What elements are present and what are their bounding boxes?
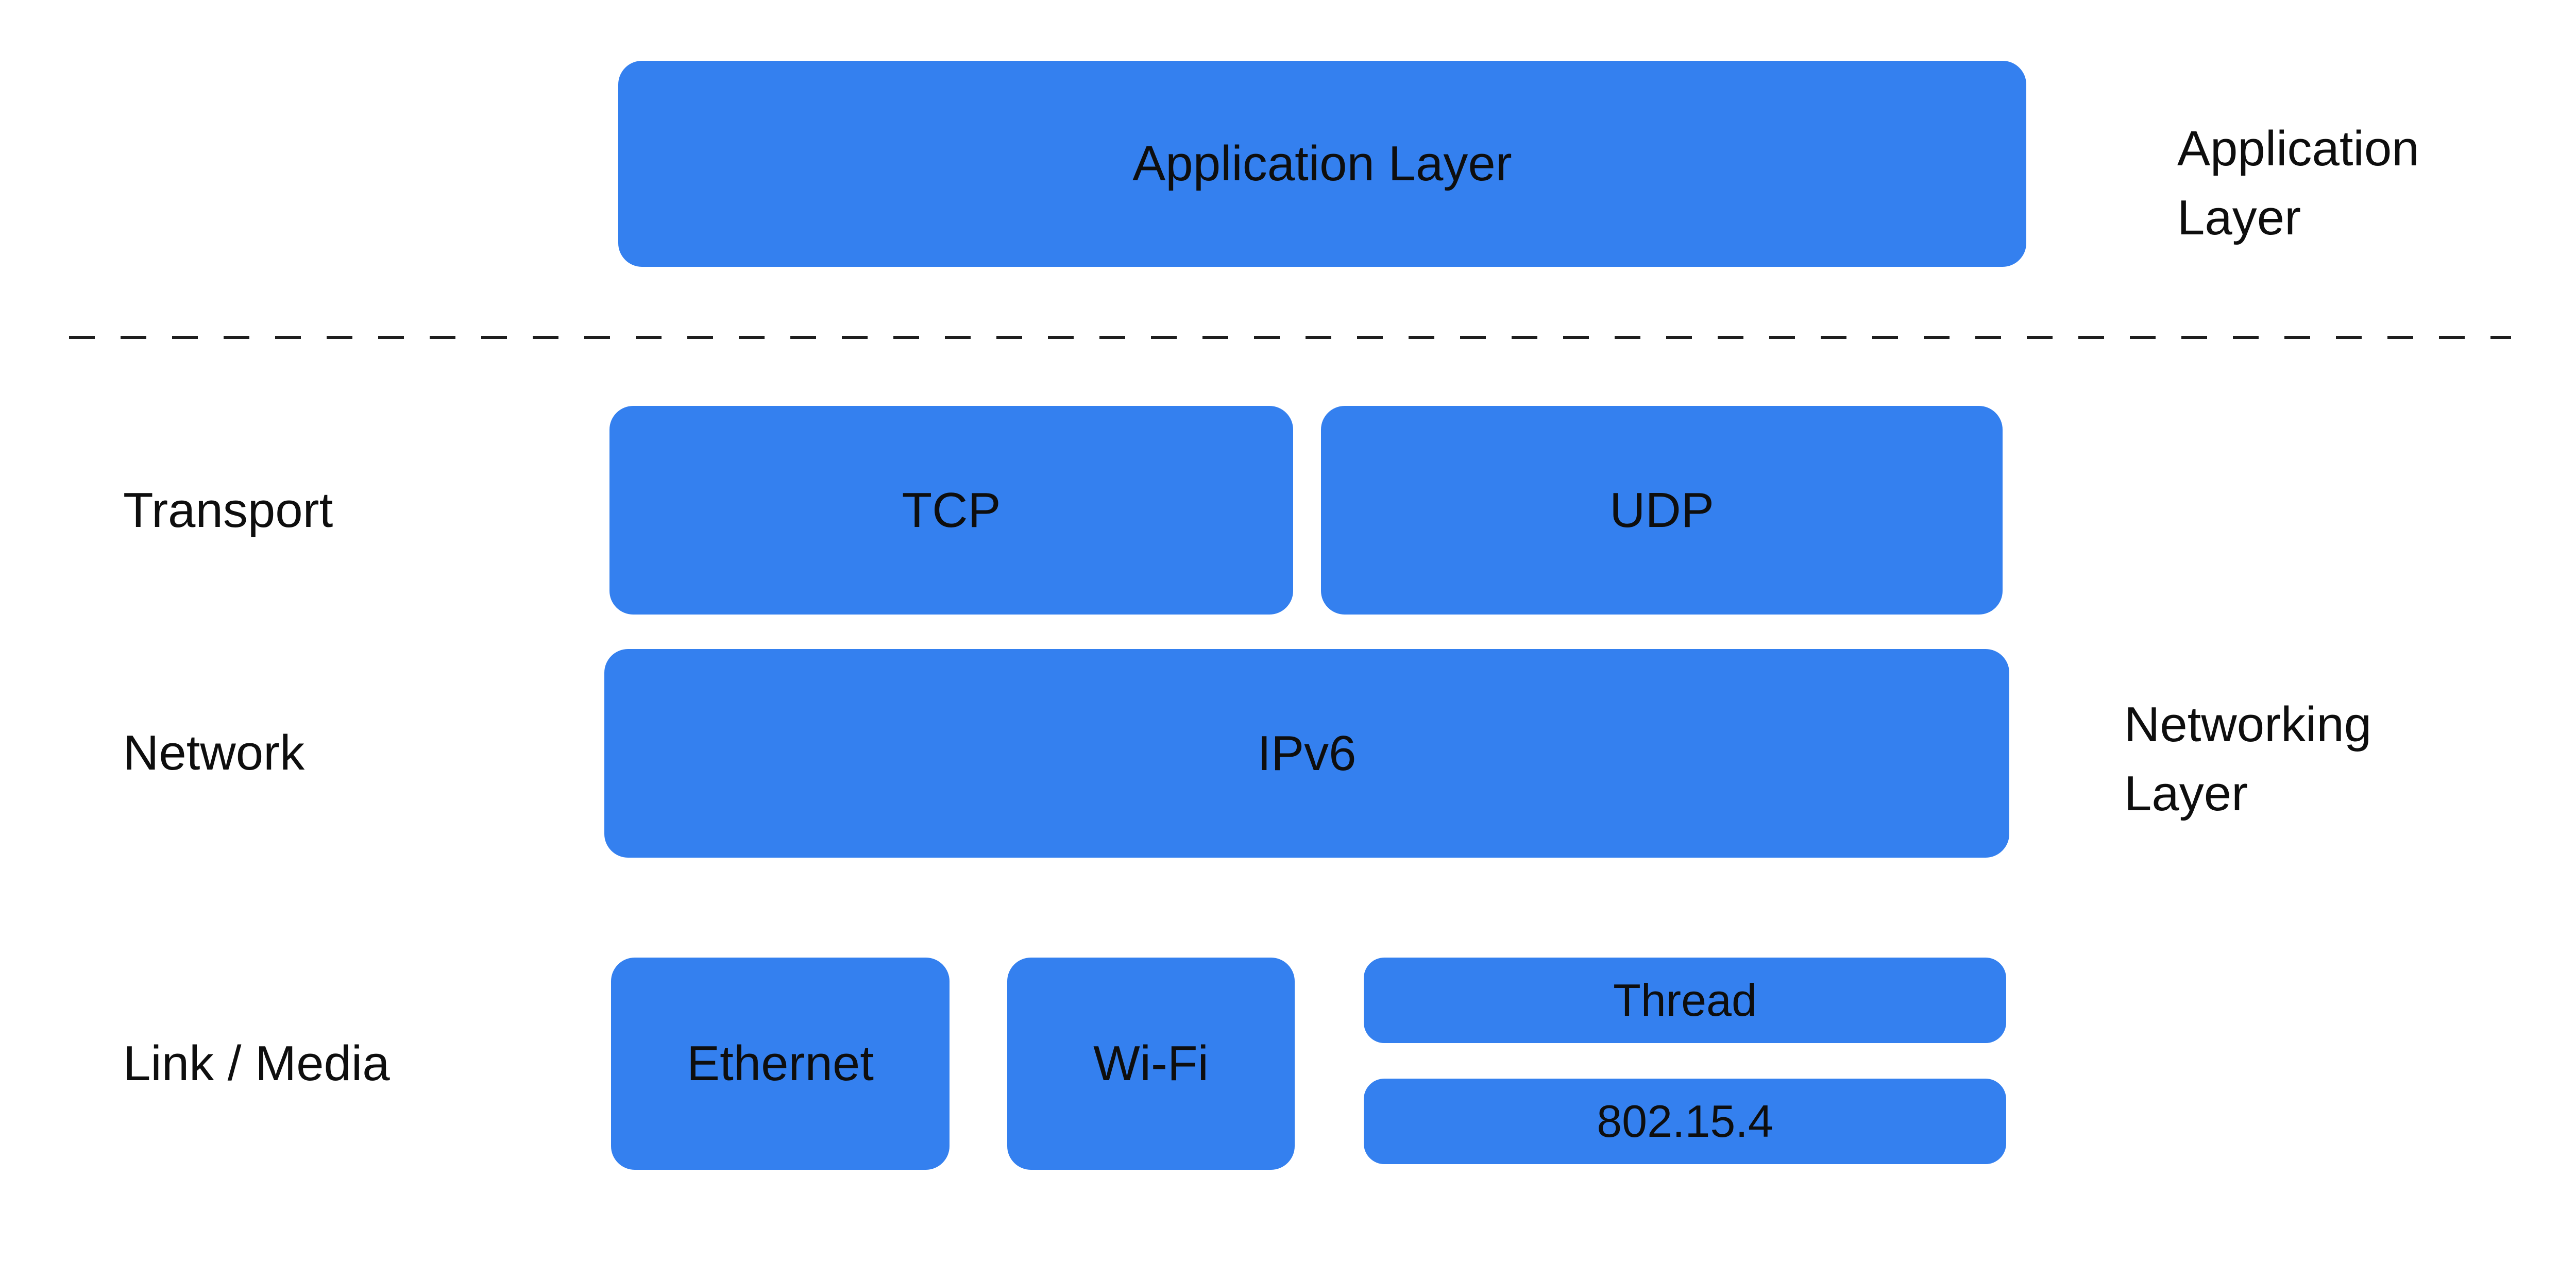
- ieee-802-15-4-box: 802.15.4: [1364, 1079, 2006, 1164]
- thread-box-label: Thread: [1613, 975, 1757, 1026]
- application-layer-box: Application Layer: [618, 61, 2026, 267]
- application-layer-side-label: Application Layer: [2177, 114, 2419, 253]
- networking-layer-side-label-line1: Networking: [2124, 697, 2372, 752]
- layer-separator-dashed-line: [69, 336, 2511, 339]
- transport-row-label: Transport: [123, 483, 333, 538]
- networking-layer-side-label-line2: Layer: [2124, 766, 2248, 822]
- network-row-label: Network: [123, 725, 305, 780]
- ethernet-box: Ethernet: [611, 958, 950, 1170]
- tcp-box-label: TCP: [902, 482, 1001, 538]
- wifi-box: Wi-Fi: [1007, 958, 1295, 1170]
- tcp-box: TCP: [609, 406, 1293, 615]
- ipv6-box: IPv6: [604, 649, 2009, 858]
- application-layer-box-label: Application Layer: [1132, 136, 1512, 191]
- udp-box-label: UDP: [1609, 482, 1714, 538]
- ieee-802-15-4-box-label: 802.15.4: [1597, 1096, 1773, 1147]
- udp-box: UDP: [1321, 406, 2003, 615]
- ethernet-box-label: Ethernet: [687, 1036, 874, 1091]
- application-layer-side-label-line2: Layer: [2177, 190, 2301, 246]
- link-media-row-label: Link / Media: [123, 1036, 390, 1091]
- thread-box: Thread: [1364, 958, 2006, 1043]
- ipv6-box-label: IPv6: [1257, 725, 1357, 781]
- networking-layer-side-label: Networking Layer: [2124, 690, 2371, 829]
- application-layer-side-label-line1: Application: [2177, 121, 2419, 176]
- wifi-box-label: Wi-Fi: [1093, 1036, 1209, 1091]
